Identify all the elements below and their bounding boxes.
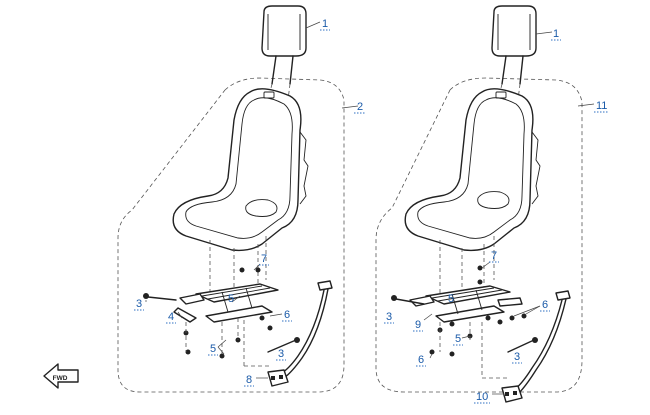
callout-3-right-left: 3 — [386, 311, 392, 323]
callout-8: 8 — [246, 374, 252, 386]
right-seat-assembly: 1 11 7 5 6 3 9 5 6 3 — [375, 5, 608, 404]
callout-7-left: 7 — [261, 253, 267, 265]
left-callouts: 1 2 3 4 5 5 6 7 3 — [134, 18, 366, 387]
left-seat-assembly: FWD 1 2 3 4 5 5 6 7 — [43, 5, 366, 393]
callout-1-left: 1 — [322, 18, 328, 30]
callout-7-right: 7 — [491, 250, 497, 262]
left-group-outline — [117, 77, 345, 393]
right-seatbelt — [501, 290, 571, 403]
callout-4: 4 — [168, 311, 174, 323]
right-seat-shell — [404, 88, 541, 252]
callout-2: 2 — [357, 101, 363, 113]
callout-6-right-top: 6 — [542, 299, 548, 311]
callout-9: 9 — [415, 319, 421, 331]
callout-5-right-bottom: 5 — [455, 333, 461, 345]
right-headrest — [491, 5, 537, 101]
right-slide-rails — [409, 285, 523, 323]
callout-3-left-top: 3 — [136, 298, 142, 310]
fwd-badge-text: FWD — [53, 375, 68, 382]
right-group-outline — [375, 77, 583, 393]
callout-11: 11 — [596, 100, 607, 112]
callout-3-right-bottom: 3 — [514, 351, 520, 363]
right-fasteners — [391, 265, 538, 379]
left-seat-shell — [172, 88, 309, 252]
callout-3-left-bottom: 3 — [278, 348, 284, 360]
left-headrest — [261, 5, 307, 101]
right-callouts: 1 11 7 5 6 3 9 5 6 3 — [384, 28, 608, 404]
callout-1-right: 1 — [553, 28, 559, 40]
callout-5-right-top: 5 — [448, 293, 454, 305]
left-fasteners — [143, 267, 300, 367]
callout-6-left: 6 — [284, 309, 290, 321]
callout-5-left-top: 5 — [228, 293, 234, 305]
left-seatbelt — [267, 280, 333, 387]
left-slide-rails — [173, 283, 279, 323]
callout-6-right-bottom: 6 — [418, 354, 424, 366]
callout-10: 10 — [476, 391, 488, 403]
callout-5-left-bottom: 5 — [210, 343, 216, 355]
fwd-arrow-badge: FWD — [43, 363, 79, 389]
